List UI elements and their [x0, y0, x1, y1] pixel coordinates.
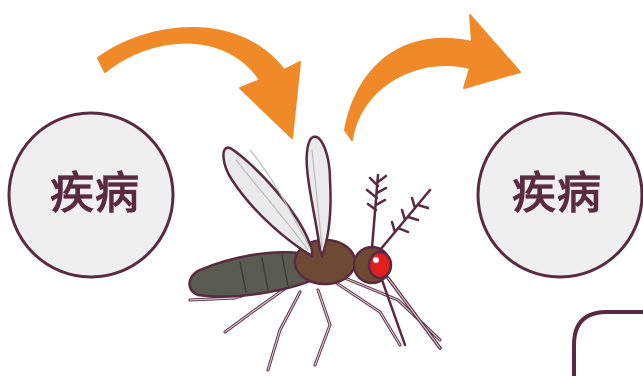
mosquito-wing-right — [307, 137, 331, 256]
right-disease-label: 疾病 — [482, 172, 632, 216]
mosquito-wing-left — [223, 148, 312, 256]
corner-panel-edge — [574, 312, 643, 376]
mosquito-illustration — [190, 137, 440, 370]
mosquito-antennae — [367, 175, 430, 250]
right-curved-arrow — [345, 15, 520, 140]
left-disease-label: 疾病 — [20, 172, 170, 216]
mosquito-eye — [369, 252, 391, 278]
